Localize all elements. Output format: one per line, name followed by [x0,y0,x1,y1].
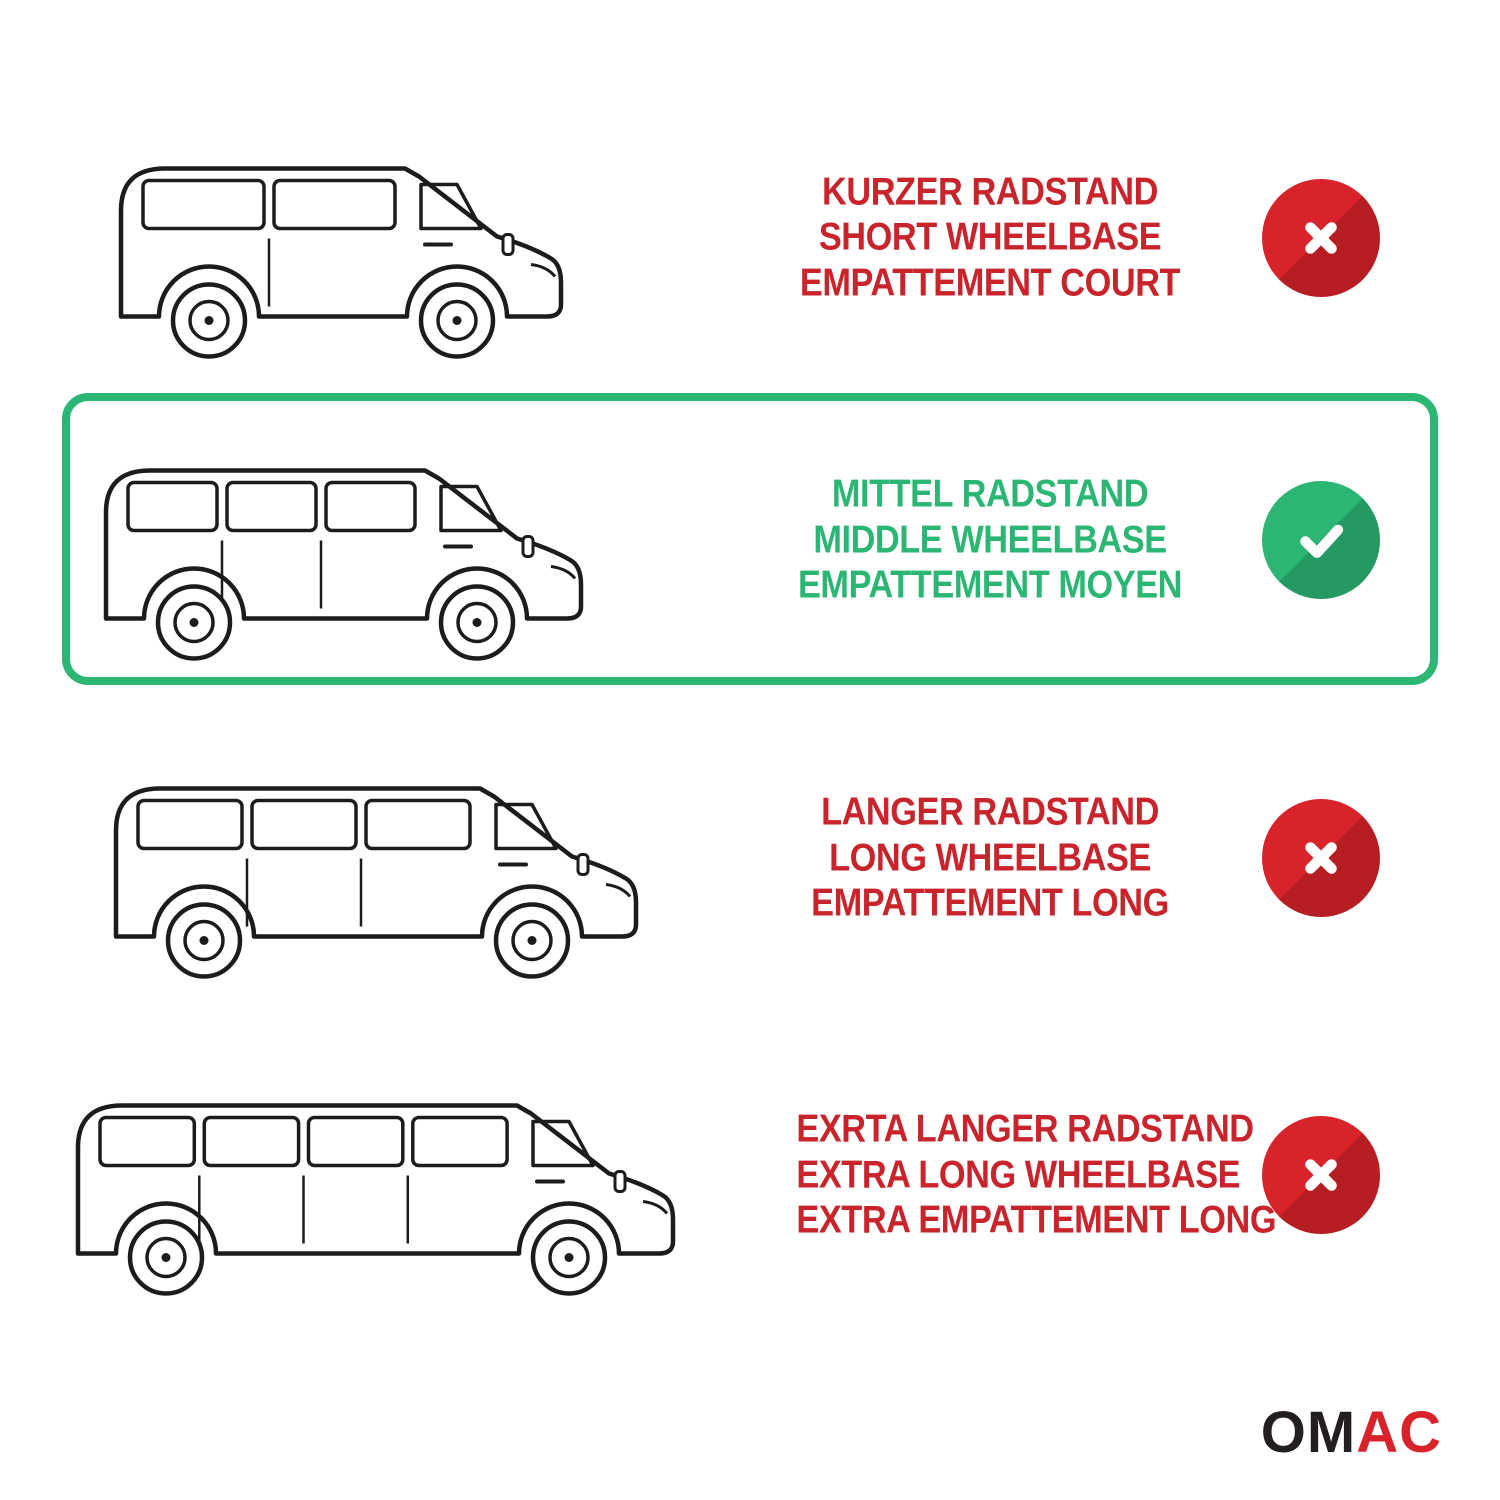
check-icon [1262,481,1380,599]
van-side-view-illustration [90,413,595,668]
label-line-fr: EXTRA EMPATTEMENT LONG [796,1198,1277,1242]
label-line-en: LONG WHEELBASE [829,836,1151,880]
van-side-view-illustration [62,1048,687,1303]
label-line-en: SHORT WHEELBASE [818,215,1162,259]
logo-text-dark: OM [1260,1400,1357,1465]
cross-icon [1262,1116,1380,1234]
cross-icon [1262,178,1380,297]
label-line-en: MIDDLE WHEELBASE [813,518,1167,562]
label-line-de: MITTEL RADSTAND [831,472,1149,516]
label-line-de: EXRTA LANGER RADSTAND [796,1107,1254,1151]
wheelbase-label-extra-long: EXRTA LANGER RADSTAND EXTRA LONG WHEELBA… [796,1107,1277,1244]
cross-icon [1262,799,1380,917]
label-line-fr: EMPATTEMENT COURT [799,261,1181,305]
label-line-en: EXTRA LONG WHEELBASE [796,1153,1241,1197]
wheelbase-label-short: KURZER RADSTAND SHORT WHEELBASE EMPATTEM… [796,169,1183,306]
wheelbase-option-row-short: KURZER RADSTAND SHORT WHEELBASE EMPATTEM… [0,110,1500,365]
wheelbase-option-row-extra-long: EXRTA LANGER RADSTAND EXTRA LONG WHEELBA… [0,1040,1500,1310]
label-line-de: LANGER RADSTAND [821,790,1159,834]
label-line-de: KURZER RADSTAND [822,170,1158,214]
logo-text-red: AC [1356,1400,1442,1465]
label-line-fr: EMPATTEMENT MOYEN [797,563,1183,607]
wheelbase-label-long: LANGER RADSTAND LONG WHEELBASE EMPATTEME… [796,790,1183,927]
label-line-fr: EMPATTEMENT LONG [811,881,1169,925]
omac-logo: OMAC [1261,1399,1442,1466]
van-side-view-illustration [100,731,650,986]
highlight-box [62,393,1438,685]
wheelbase-label-middle: MITTEL RADSTAND MIDDLE WHEELBASE EMPATTE… [796,472,1183,609]
wheelbase-option-row-long: LANGER RADSTAND LONG WHEELBASE EMPATTEME… [0,732,1500,984]
wheelbase-option-row-middle: MITTEL RADSTAND MIDDLE WHEELBASE EMPATTE… [0,412,1500,668]
van-side-view-illustration [105,110,575,365]
